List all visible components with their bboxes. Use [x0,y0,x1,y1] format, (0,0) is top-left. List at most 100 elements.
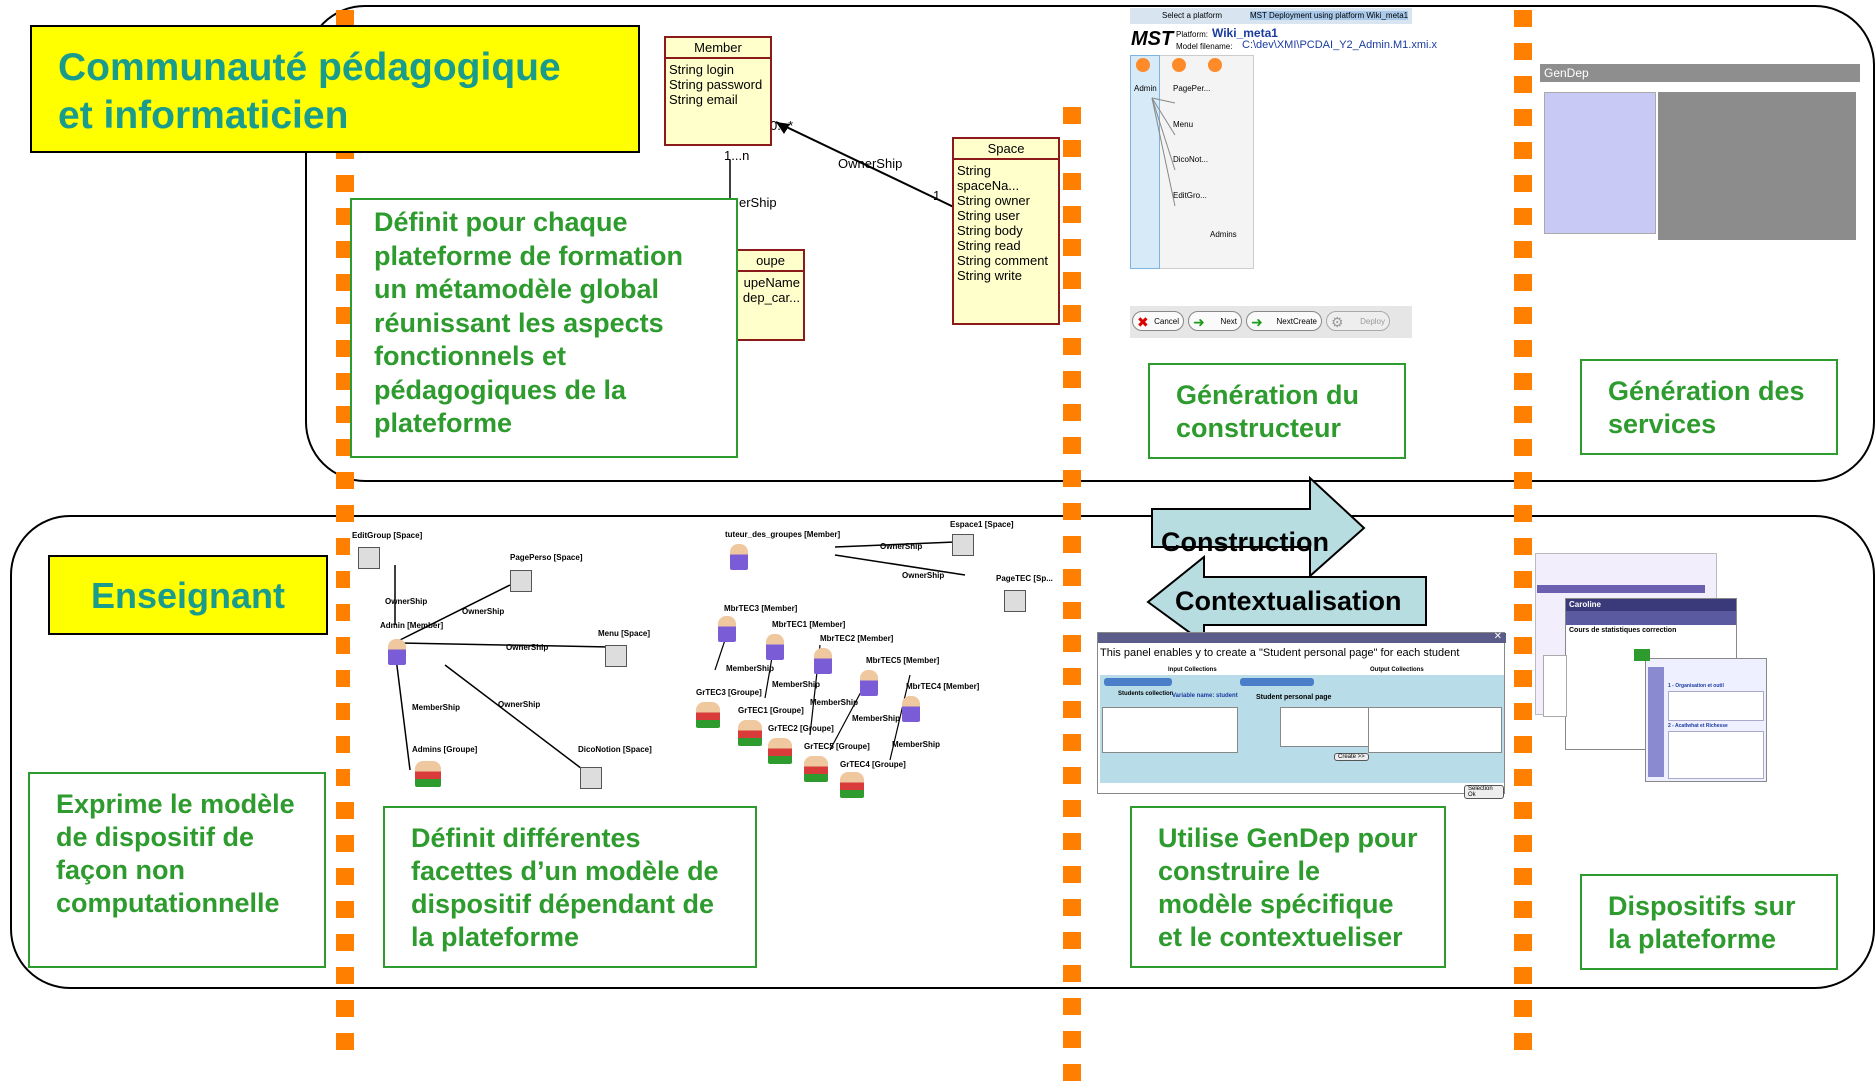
cancel-button[interactable]: ✖Cancel [1132,311,1184,331]
separator-dash [1514,406,1532,423]
orange-nav-3[interactable] [1208,58,1222,72]
create-button[interactable]: Create >> [1334,753,1369,761]
personal-page-form [1280,707,1374,747]
construction-arrow [1151,475,1366,579]
node-editgro[interactable]: EditGro... [1173,191,1207,200]
node-mbrtec4: MbrTEC4 [Member] [906,682,980,691]
separator-dash [336,10,354,27]
node-editgroup: EditGroup [Space] [352,531,423,540]
pagetec-doc-icon [1004,590,1026,612]
separator-dash [336,769,354,786]
constructor-tab-2[interactable]: MST Deployment using platform Wiki_meta1 [1250,11,1409,20]
personal-page-tab[interactable] [1240,678,1314,686]
panel-instructions: This panel enables y to create a "Studen… [1100,647,1460,659]
selection-ok-button[interactable]: Selection Ok [1464,785,1504,799]
separator-dash [1514,439,1532,456]
platform-section-1-list [1668,691,1764,721]
orange-nav-2[interactable] [1172,58,1186,72]
separator-dash [1063,371,1081,388]
separator-dash [336,934,354,951]
uml-member-attrs: String login String password String emai… [669,62,763,107]
separator-dash [336,637,354,654]
next-icon: ➜ [1193,314,1205,330]
separator-dash [1514,637,1532,654]
grtec2-group-icon [768,738,792,764]
separator-dash [336,1033,354,1050]
separator-dash [1063,734,1081,751]
node-diconot[interactable]: DicoNot... [1173,155,1209,164]
gendep-title: GenDep [1544,66,1589,80]
model-filename-value: C:\dev\XMI\PCDAI_Y2_Admin.M1.xmi.x [1242,39,1438,51]
edge-r-ownership-1: OwnerShip [880,542,923,551]
nextcreate-button[interactable]: ➜NextCreate [1246,311,1322,331]
separator-dash [1063,965,1081,982]
platform-value: Wiki_meta1 [1212,26,1278,40]
edge-r-membership-2: MemberShip [772,680,821,689]
uml-mult-0n: 0...* [770,118,794,133]
node-grtec1: GrTEC1 [Groupe] [738,706,804,715]
grtec4-group-icon [840,772,864,798]
platform-top-nav [1537,585,1705,593]
separator-dash [336,307,354,324]
separator-dash [336,670,354,687]
graph-left: EditGroup [Space] PagePerso [Space] Owne… [350,525,670,800]
separator-dash [1063,272,1081,289]
input-collections-label: Input Collections [1168,667,1217,673]
diconotion-doc-icon [580,767,602,789]
next-button[interactable]: ➜Next [1188,311,1242,331]
node-admins[interactable]: Admins [1210,230,1237,239]
separator-dash [1063,833,1081,850]
separator-dash [1514,208,1532,225]
uml-groupe-attrs: upeName dep_car... [742,275,800,305]
students-collection-tab[interactable] [1104,678,1172,686]
constructor-tab-1[interactable]: Select a platform [1162,11,1223,20]
separator-dash [1514,241,1532,258]
pageperso-doc-icon [510,570,532,592]
constructor-tabbar: Select a platform MST Deployment using p… [1130,8,1412,24]
edge-membership-1: MemberShip [412,703,461,712]
separator-dash [336,835,354,852]
tuteur-person-icon [730,544,748,570]
exprime-box: Exprime le modèle de dispositif de façon… [28,772,326,968]
separator-dash [1514,505,1532,522]
mst-logo: MST [1131,28,1174,50]
separator-dash [1063,173,1081,190]
graph-left-edges [394,565,611,776]
separator-dash [336,802,354,819]
separator-dash [1063,899,1081,916]
generation-services-box: Génération des services [1580,359,1838,455]
node-admins-groupe: Admins [Groupe] [412,745,478,754]
separator-dash [1514,736,1532,753]
espace1-doc-icon [952,534,974,556]
dispositifs-box: Dispositifs sur la plateforme [1580,874,1838,970]
node-mbrtec5: MbrTEC5 [Member] [866,656,940,665]
node-menu[interactable]: Menu [1173,120,1194,129]
separator-dash [1063,404,1081,421]
separator-dash [1514,76,1532,93]
mbrtec1-person-icon [766,634,784,660]
uml-ownership-label: OwnerShip [838,156,903,171]
separator-dash [336,340,354,357]
edge-ownership-3: OwnerShip [506,643,549,652]
separator-dash [336,967,354,984]
orange-nav-1[interactable] [1136,58,1150,72]
contextualisation-label: Contextualisation [1175,586,1402,616]
platform-user-bar: Caroline [1566,599,1736,611]
separator-dash [1514,802,1532,819]
cancel-icon: ✖ [1137,314,1149,330]
students-collection-label: Students collection [1118,691,1174,697]
separator-dash [1514,43,1532,60]
node-admin[interactable]: Admin [1134,84,1157,93]
node-grtec5: GrTEC5 [Groupe] [804,742,870,751]
node-menu-space: Menu [Space] [598,629,651,638]
panel-close-icon[interactable]: ✕ [1493,631,1502,642]
separator-dash [336,373,354,390]
deploy-button[interactable]: ⚙Deploy [1326,311,1390,331]
separator-dash [1063,998,1081,1015]
separator-dash [1063,536,1081,553]
edge-r-membership-4: MemberShip [852,714,901,723]
uml-associations [729,121,961,211]
constructor-selected-column [1130,55,1160,269]
output-collections-label: Output Collections [1370,667,1424,673]
node-pageperso[interactable]: PagePer... [1173,84,1211,93]
